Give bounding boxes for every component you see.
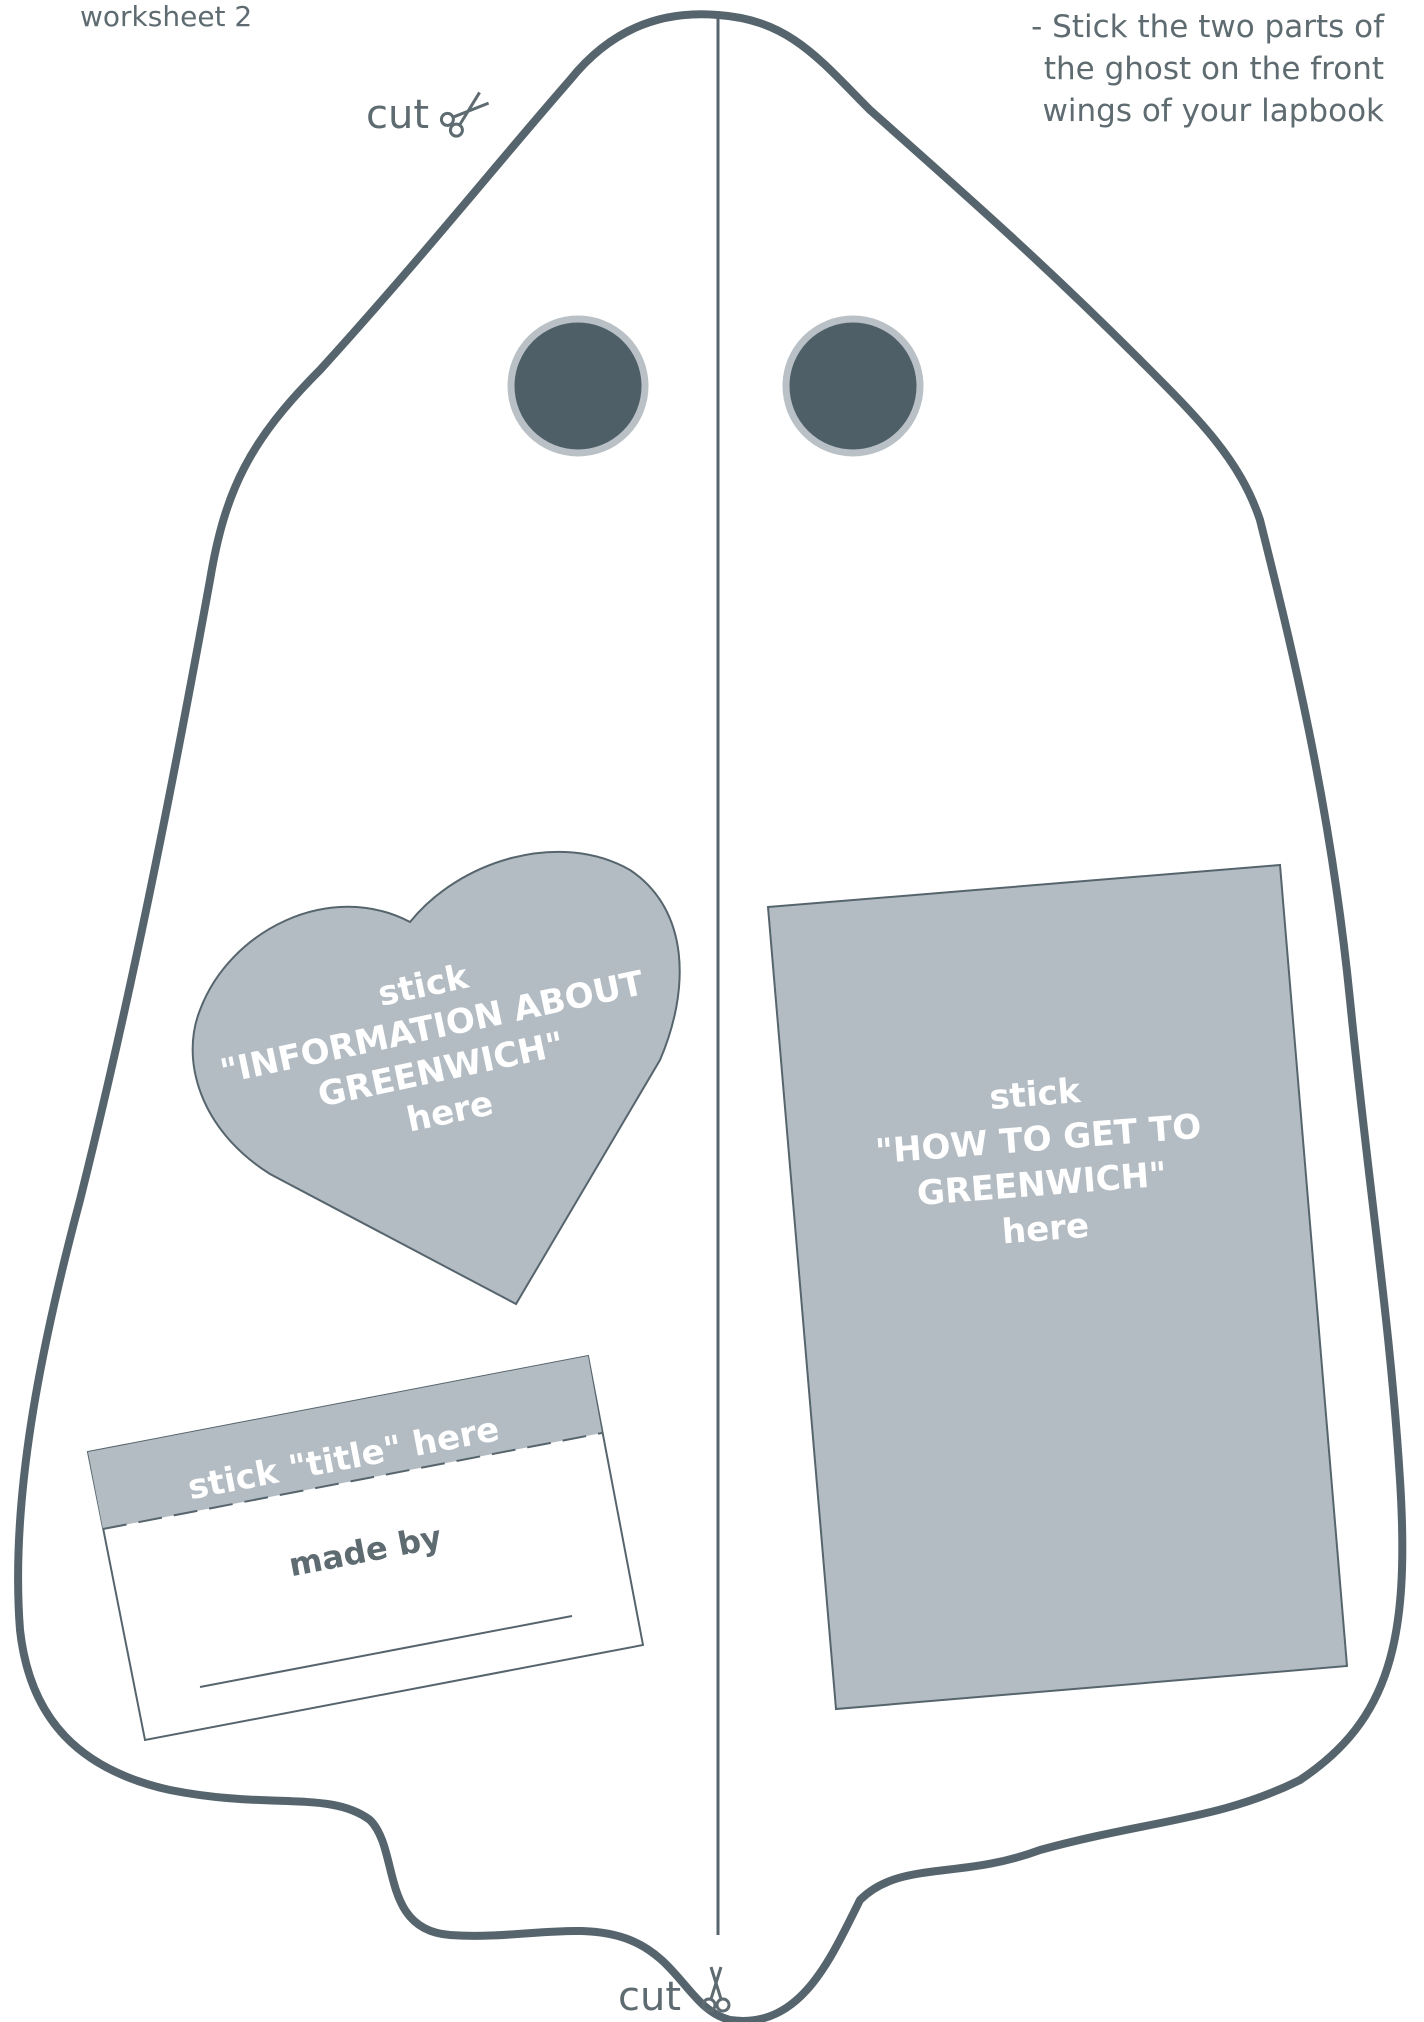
rectangle-line: stick bbox=[988, 1071, 1083, 1118]
cut-top-label: cut bbox=[366, 92, 429, 138]
left-eye bbox=[511, 319, 645, 453]
cut-bottom-label: cut bbox=[618, 1974, 681, 2020]
rectangle-shape bbox=[768, 865, 1347, 1709]
rectangle-line: here bbox=[1000, 1206, 1090, 1253]
right-eye bbox=[786, 319, 920, 453]
scissors-icon bbox=[439, 88, 492, 139]
